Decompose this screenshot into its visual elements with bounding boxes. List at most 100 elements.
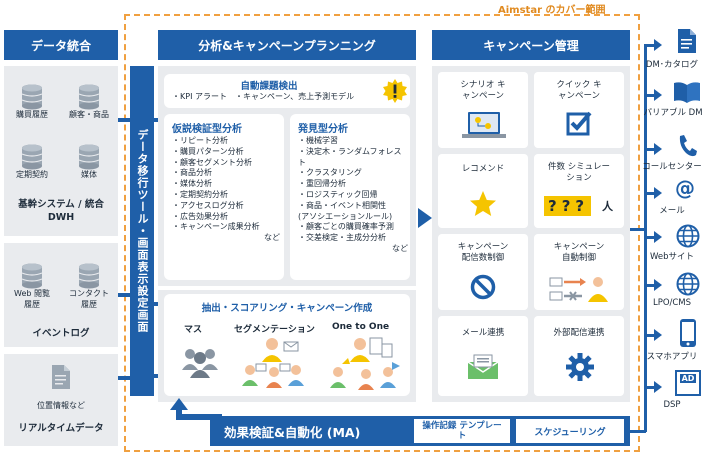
channel-tick xyxy=(647,236,655,239)
database-icon xyxy=(78,144,100,170)
extraction-label-mass: マス xyxy=(184,325,203,335)
ad-badge-text: AD xyxy=(679,374,697,383)
discovery-box: 発見型分析 ・機械学習 ・決定木・ランダムフォレスト ・クラスタリング ・重回帰… xyxy=(290,114,410,280)
scheduling-button[interactable]: スケジューリング xyxy=(516,419,624,443)
card-count-simulation: 件数 シミュレーション ??? 人 xyxy=(534,154,624,228)
arrow-core-to-tool xyxy=(118,118,132,122)
scheduling-label: スケジューリング xyxy=(534,427,606,438)
ad-icon: AD xyxy=(675,370,701,396)
arrow-analysis-to-campaign xyxy=(418,208,432,228)
realtime-panel: 位置情報など リアルタイムデータ xyxy=(4,354,118,446)
core-item-label: 購買履歴 xyxy=(16,109,48,119)
card-auto-control: キャンペーン 自動制御 xyxy=(534,234,624,310)
channel-list: DM･カタログ パリアブル DM コールセンター @ メール Webサイト LP… xyxy=(642,24,720,434)
realtime-item-label: 位置情報など xyxy=(37,401,85,410)
database-icon xyxy=(78,84,100,110)
aimstar-coverage-frame xyxy=(124,14,640,452)
arrow-head xyxy=(654,279,662,291)
channel-tick xyxy=(647,192,655,195)
channel-connector-h xyxy=(630,228,644,231)
channel-variable-dm: パリアブル DM xyxy=(643,78,720,130)
extraction-label-segmentation: セグメンテーション xyxy=(234,325,315,335)
extraction-title: 抽出・スコアリング・キャンペーン作成 xyxy=(201,303,373,314)
list-item: ・商品分析 xyxy=(172,168,212,178)
event-db-1: Web 閲覧 履歴 xyxy=(6,257,58,317)
segmentation-people-icon xyxy=(242,338,304,388)
arrow-event-to-tool xyxy=(118,293,132,297)
arrow-head xyxy=(654,143,662,155)
arrow-head xyxy=(654,231,662,243)
operation-template-button[interactable]: 操作記録 テンプレート xyxy=(414,419,510,443)
channel-tick xyxy=(647,334,655,337)
globe-icon xyxy=(676,224,700,248)
list-item: ・商品・イベント相関性 xyxy=(298,200,386,210)
hypothesis-list: ・リピート分析 ・購買パターン分析 ・顧客セグメント分析 ・商品分析 ・媒体分析… xyxy=(172,136,280,244)
laptop-flow-icon xyxy=(462,112,506,138)
coverage-label: Aimstar のカバー範囲 xyxy=(498,5,606,16)
prohibit-icon xyxy=(470,274,496,300)
campaign-panel: シナリオ キャンペーン クイック キャンペーン レコメンド 件数 シミュレーショ… xyxy=(432,66,630,402)
list-item: ・クラスタリング xyxy=(298,168,362,178)
tool-label: データ移行ツール・画面表示設定画面 xyxy=(136,129,149,333)
event-log-panel: Web 閲覧 履歴 コンタクト 履歴 イベントログ xyxy=(4,243,118,347)
star-icon xyxy=(470,191,496,216)
channel-label: Webサイト xyxy=(649,252,695,262)
channel-website: Webサイト xyxy=(647,220,720,270)
analysis-header: 分析&キャンペーンプランニング xyxy=(158,30,416,60)
card-label: メール連携 xyxy=(461,328,505,338)
extraction-box: 抽出・スコアリング・キャンペーン作成 マス セグメンテーション One to O… xyxy=(164,294,410,396)
list-item: ・重回帰分析 xyxy=(298,179,346,189)
ma-bar-label: 効果検証&自動化 (MA) xyxy=(224,424,361,440)
channel-tick xyxy=(647,94,655,97)
alert-icon xyxy=(383,79,407,103)
core-db-2: 顧客・商品 xyxy=(62,74,116,130)
card-external-delivery: 外部配信連携 xyxy=(534,316,624,396)
event-db-2: コンタクト 履歴 xyxy=(62,257,116,317)
list-item: ・広告効果分析 xyxy=(172,211,228,221)
catalog-icon xyxy=(678,29,696,53)
phone-icon xyxy=(679,135,697,157)
list-item: ・決定木・ランダムフォレスト xyxy=(298,146,402,167)
list-item: ・顧客ごとの購買確率予測 xyxy=(298,222,394,232)
list-item: ・アクセスログ分析 xyxy=(172,200,244,210)
discovery-title: 発見型分析 xyxy=(298,124,348,135)
event-item-label: コンタクト 履歴 xyxy=(69,289,109,309)
list-item: ・ロジスティック回帰 xyxy=(298,189,378,199)
card-label: キャンペーン 配信数制御 xyxy=(457,242,509,264)
card-quick-campaign: クイック キャンペーン xyxy=(534,72,624,148)
data-integration-header: データ統合 xyxy=(4,30,118,60)
analysis-panel: 自動課題検出 ・KPI アラート ・キャンペーン、売上予測モデル 仮説検証型分析… xyxy=(158,66,416,286)
card-label: 外部配信連携 xyxy=(553,328,605,338)
database-icon xyxy=(21,144,43,170)
list-item: ・媒体分析 xyxy=(172,179,212,189)
extraction-panel: 抽出・スコアリング・キャンペーン作成 マス セグメンテーション One to O… xyxy=(158,290,416,402)
at-icon: @ xyxy=(675,176,695,200)
globe-icon xyxy=(676,272,700,296)
channel-dm-catalog: DM･カタログ xyxy=(646,24,720,76)
list-item: など xyxy=(264,233,280,243)
campaign-header: キャンペーン管理 xyxy=(432,30,630,60)
arrow-head xyxy=(654,187,662,199)
arrow-head xyxy=(654,329,662,341)
channel-label: DM･カタログ xyxy=(645,60,699,70)
core-title: 基幹システム / 統合 DWH xyxy=(18,199,104,224)
card-label: レコメンド xyxy=(461,164,505,174)
list-item: ・リピート分析 xyxy=(172,136,228,145)
arrow-head xyxy=(654,89,662,101)
arrow-tool-to-extraction-2 xyxy=(154,374,160,378)
document-icon xyxy=(52,365,70,389)
loop-arrow-vertical xyxy=(176,408,182,420)
channel-tick xyxy=(647,284,655,287)
list-item: ・機械学習 xyxy=(298,136,338,145)
simulation-marks: ??? xyxy=(544,196,592,216)
channel-lpo-cms: LPO/CMS xyxy=(647,266,720,316)
list-item: ・購買パターン分析 xyxy=(172,146,244,156)
card-mail-integration: メール連携 xyxy=(438,316,528,396)
smartphone-icon xyxy=(680,319,696,347)
loop-arrow-head xyxy=(170,398,188,410)
list-item: ・交差検定・主成分分析 xyxy=(298,233,386,243)
core-db-4: 媒体 xyxy=(62,134,116,190)
auto-detection-box: 自動課題検出 ・KPI アラート ・キャンペーン、売上予測モデル xyxy=(164,74,410,108)
one-to-one-people-icon xyxy=(330,337,400,390)
list-item: ・顧客セグメント分析 xyxy=(172,157,252,167)
